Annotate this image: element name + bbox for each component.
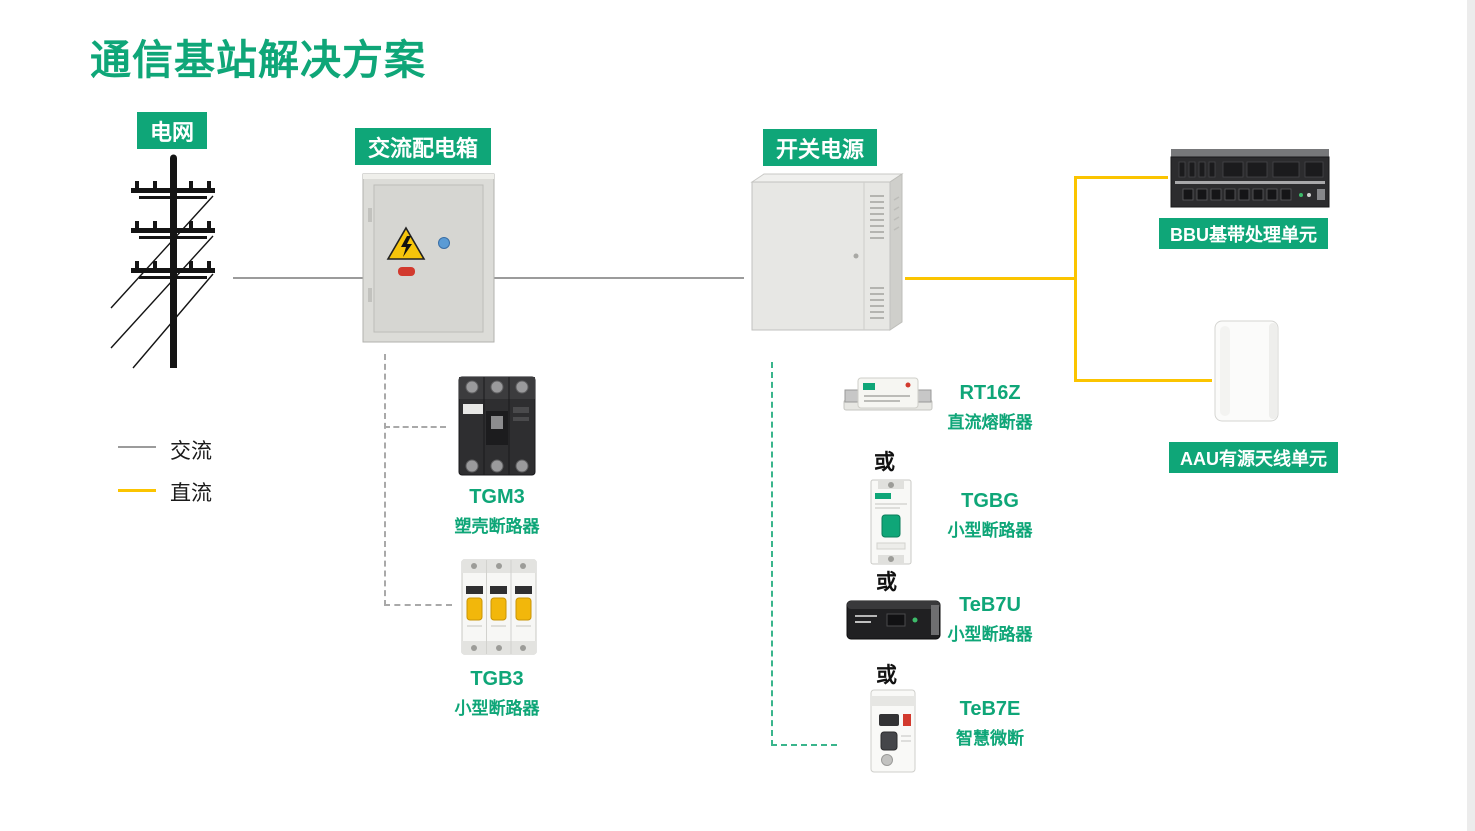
slide-right-edge — [1467, 0, 1475, 831]
rt16z-desc: 直流熔断器 — [947, 413, 1033, 432]
legend-dc-line — [118, 489, 156, 492]
tgm3-breaker-image — [449, 371, 545, 481]
page-title: 通信基站解决方案 — [90, 37, 426, 83]
tgm3-caption: TGM3 塑壳断路器 — [417, 486, 577, 537]
tgbg-breaker-image — [860, 477, 922, 567]
aau-badge: AAU有源天线单元 — [1169, 442, 1338, 473]
teb7e-breaker-image — [857, 686, 931, 776]
switch-power-badge: 开关电源 — [763, 129, 878, 166]
rt16z-caption: RT16Z 直流熔断器 — [928, 382, 1052, 433]
grid-badge: 电网 — [137, 112, 208, 149]
teb7u-caption: TeB7U 小型断路器 — [928, 594, 1052, 645]
ac-distribution-box-badge: 交流配电箱 — [355, 128, 492, 165]
dc-line-to-bbu — [1074, 176, 1168, 179]
teb7u-name: TeB7U — [959, 594, 1021, 616]
power-dashed-to-teb7e — [771, 744, 837, 746]
aau-unit-image — [1211, 318, 1285, 426]
teb7u-desc: 小型断路器 — [947, 625, 1033, 644]
legend-ac-label: 交流 — [170, 440, 212, 463]
tgm3-desc: 塑壳断路器 — [454, 517, 540, 536]
power-tower-icon — [103, 150, 235, 370]
tgb3-caption: TGB3 小型断路器 — [417, 668, 577, 719]
legend-dc-label: 直流 — [170, 482, 212, 505]
tgm3-name: TGM3 — [469, 486, 525, 508]
acbox-dashed-to-tgm3 — [384, 426, 446, 428]
tgb3-desc: 小型断路器 — [454, 699, 540, 718]
dc-line-to-aau — [1074, 379, 1212, 382]
or-label-1: 或 — [874, 451, 895, 474]
or-label-2: 或 — [876, 571, 897, 594]
teb7u-breaker-image — [843, 592, 945, 646]
teb7e-name: TeB7E — [959, 698, 1021, 720]
acbox-dashed-vertical — [384, 354, 386, 606]
rt16z-name: RT16Z — [959, 382, 1021, 404]
tgbg-name: TGBG — [961, 490, 1019, 512]
tgb3-breaker-image — [454, 556, 544, 658]
acbox-dashed-to-tgb3 — [384, 604, 452, 606]
dc-line-vertical — [1074, 176, 1077, 381]
rt16z-fuse-image — [842, 370, 934, 428]
ac-distribution-box-image — [360, 168, 498, 346]
dc-line-to-junction — [905, 277, 1076, 280]
tgb3-name: TGB3 — [470, 668, 524, 690]
or-label-3: 或 — [876, 664, 897, 687]
power-dashed-vertical — [771, 362, 773, 746]
legend-ac-line — [118, 446, 156, 448]
bbu-unit-image — [1167, 139, 1333, 217]
teb7e-caption: TeB7E 智慧微断 — [928, 698, 1052, 749]
teb7e-desc: 智慧微断 — [956, 729, 1024, 748]
bbu-badge: BBU基带处理单元 — [1159, 218, 1328, 249]
switch-power-cabinet-image — [744, 170, 906, 336]
tgbg-desc: 小型断路器 — [947, 521, 1033, 540]
tgbg-caption: TGBG 小型断路器 — [928, 490, 1052, 541]
